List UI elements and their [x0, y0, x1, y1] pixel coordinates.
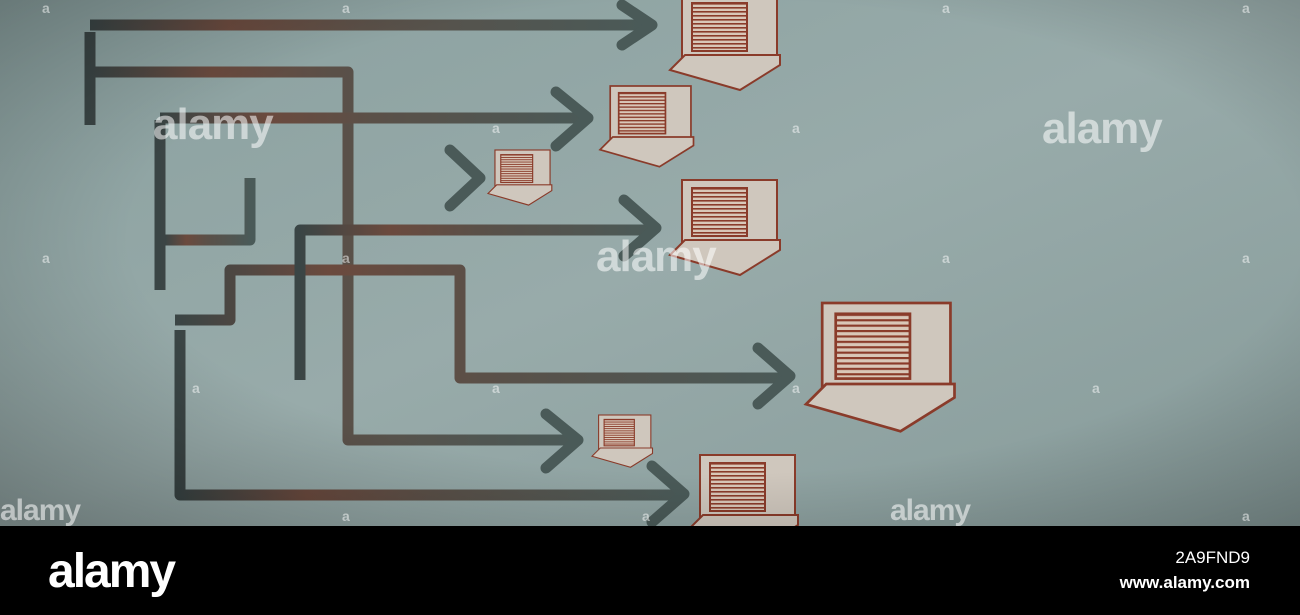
- network-illustration: [0, 0, 1300, 526]
- watermark-bottom-left: alamy: [0, 494, 81, 526]
- watermark-center: alamy: [596, 232, 717, 281]
- watermark-dot-icon: a: [42, 0, 50, 16]
- watermark-dot-icon: a: [342, 508, 350, 524]
- watermark-dot-icon: a: [1242, 508, 1250, 524]
- vignette: [0, 0, 1300, 526]
- watermark-dot-icon: a: [1242, 0, 1250, 16]
- watermark-dot-icon: a: [1242, 250, 1250, 266]
- watermark-dot-icon: a: [942, 0, 950, 16]
- watermark-dot-icon: a: [942, 250, 950, 266]
- watermark-dot-icon: a: [492, 380, 500, 396]
- watermark-dot-icon: a: [192, 380, 200, 396]
- site-url[interactable]: www.alamy.com: [1119, 573, 1250, 592]
- watermark-dot-icon: a: [342, 250, 350, 266]
- watermark-top-left: alamy: [153, 100, 274, 149]
- watermark-dot-icon: a: [42, 250, 50, 266]
- illustration-canvas: alamy alamy alamy alamy alamy a a a a a …: [0, 0, 1300, 526]
- watermark-dot-icon: a: [1092, 380, 1100, 396]
- watermark-dot-icon: a: [492, 120, 500, 136]
- alamy-logo[interactable]: alamy: [48, 545, 176, 598]
- image-id: 2A9FND9: [1175, 548, 1250, 567]
- watermark-dot-icon: a: [792, 380, 800, 396]
- watermark-bottom-right: alamy: [890, 494, 971, 526]
- watermark-dot-icon: a: [342, 0, 350, 16]
- watermark-dot-icon: a: [642, 508, 650, 524]
- watermark-dot-icon: a: [792, 120, 800, 136]
- footer-bar: alamy 2A9FND9 www.alamy.com: [0, 526, 1300, 615]
- watermark-right: alamy: [1042, 104, 1163, 153]
